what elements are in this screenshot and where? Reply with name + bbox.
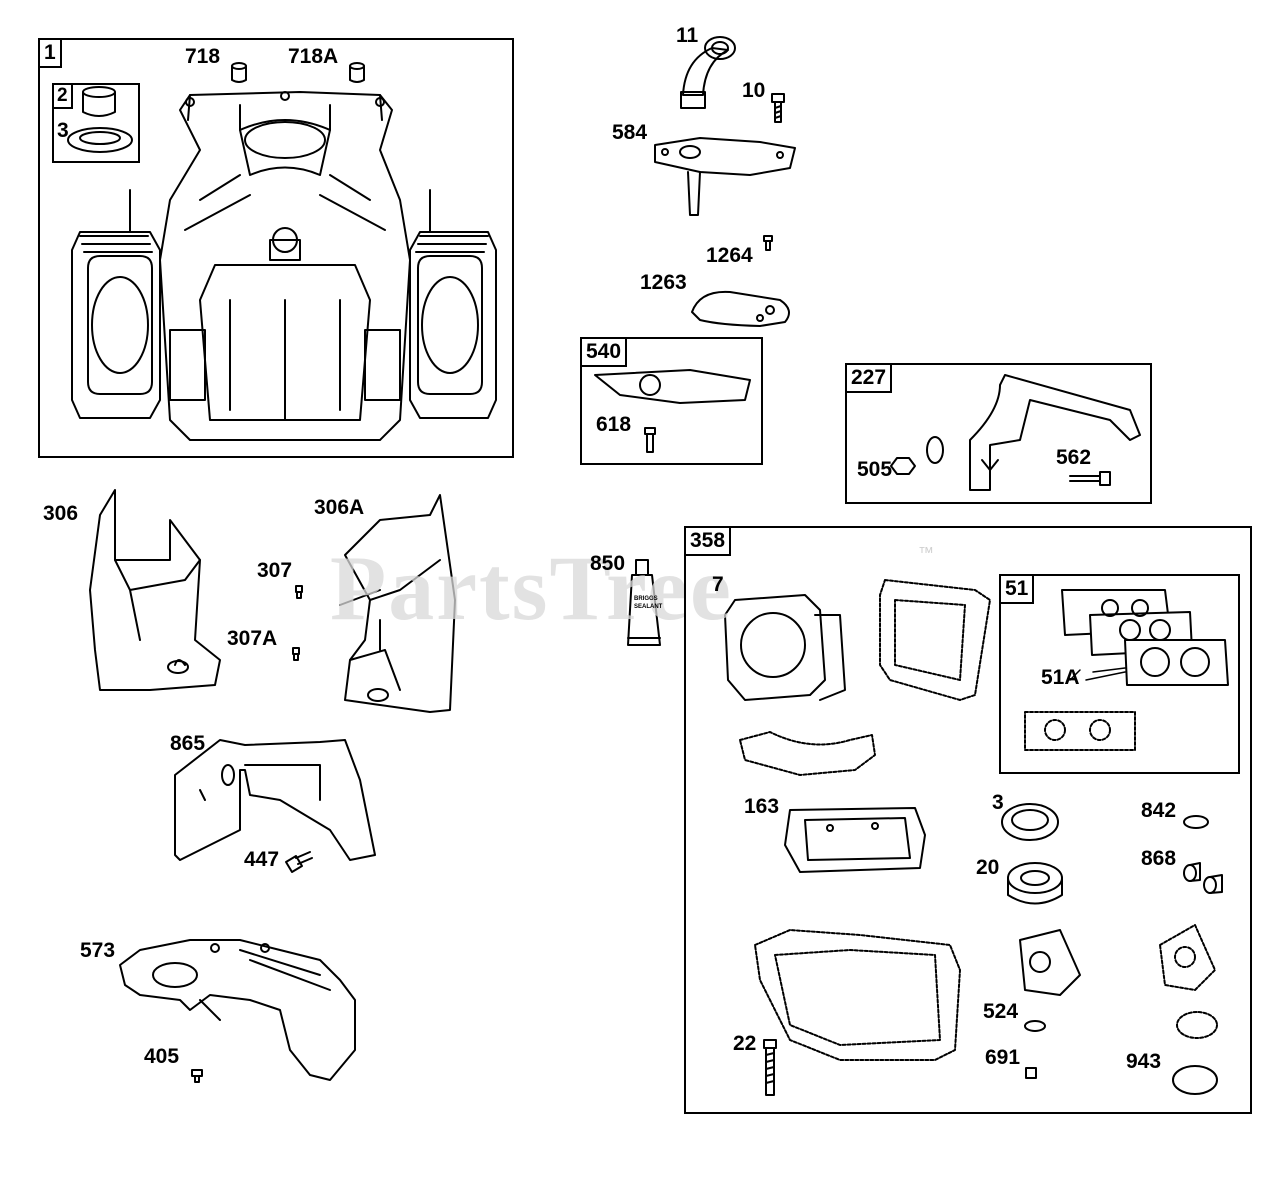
callout-850: 850 xyxy=(590,552,626,575)
valve-cover-gasket-drawing xyxy=(879,579,991,701)
oil-seal-20-drawing xyxy=(1007,862,1063,905)
oring-524-drawing xyxy=(1024,1020,1046,1032)
breather-tube-drawing xyxy=(680,36,736,109)
dowel-pins-drawing xyxy=(231,62,365,83)
group-box-2: 2 xyxy=(52,83,140,163)
shield-540-drawing xyxy=(594,369,751,453)
callout-1263: 1263 xyxy=(640,271,687,294)
group-box-51: 51 xyxy=(999,574,1240,774)
callout-7: 7 xyxy=(712,573,724,596)
baffle-573-drawing xyxy=(119,939,356,1081)
group-tag-540: 540 xyxy=(580,337,628,367)
crankcase-gasket-drawing xyxy=(754,929,961,1061)
callout-505: 505 xyxy=(857,458,893,481)
callout-573: 573 xyxy=(80,939,116,962)
callout-3-kit: 3 xyxy=(992,791,1004,814)
callout-306A: 306A xyxy=(314,496,365,519)
gasket-163-drawing xyxy=(784,807,926,873)
group-tag-51: 51 xyxy=(999,574,1035,604)
trademark-symbol: ™ xyxy=(918,545,934,562)
intake-gaskets-51A-drawing xyxy=(1024,589,1229,751)
group-tag-1: 1 xyxy=(38,38,62,68)
callout-11: 11 xyxy=(676,24,699,47)
group-tag-358: 358 xyxy=(684,526,732,556)
head-gasket-7-drawing xyxy=(724,594,846,701)
ring-842-drawing xyxy=(1183,815,1209,829)
bushing-and-seal-drawing xyxy=(67,86,133,153)
callout-865: 865 xyxy=(170,732,206,755)
callout-405: 405 xyxy=(144,1045,180,1068)
leader-51A xyxy=(1085,671,1126,681)
group-tag-227: 227 xyxy=(845,363,893,393)
callout-584: 584 xyxy=(612,121,648,144)
group-box-227: 227 xyxy=(845,363,1152,504)
callout-868: 868 xyxy=(1141,847,1177,870)
shield-865-drawing xyxy=(174,739,376,861)
callout-306: 306 xyxy=(43,502,79,525)
callout-3-part1: 3 xyxy=(57,119,69,142)
callout-22: 22 xyxy=(733,1032,757,1055)
gasket-below-7-drawing xyxy=(739,731,876,776)
tube-text-line1: BRIGGS xyxy=(634,596,658,602)
callout-524: 524 xyxy=(983,1000,1019,1023)
callout-1264: 1264 xyxy=(706,244,753,267)
oring-943-drawing xyxy=(1172,1011,1218,1095)
bracket-227-drawing xyxy=(890,374,1141,491)
group-box-540: 540 xyxy=(580,337,763,465)
air-guide-306A-drawing xyxy=(339,494,456,713)
sealant-tube-drawing xyxy=(627,559,661,646)
callout-718A: 718A xyxy=(288,45,339,68)
callout-618: 618 xyxy=(596,413,632,436)
screw-405-drawing xyxy=(191,1069,203,1083)
group-tag-2: 2 xyxy=(52,83,73,109)
callout-691: 691 xyxy=(985,1046,1021,1069)
callout-447: 447 xyxy=(244,848,280,871)
callout-51A: 51A xyxy=(1041,666,1080,689)
bolt-447-drawing xyxy=(285,851,313,873)
group-box-1: 1 xyxy=(38,38,514,458)
tube-text-line2: SEALANT xyxy=(634,604,663,610)
callout-562: 562 xyxy=(1056,446,1092,469)
cylinder-block-drawing xyxy=(71,91,497,441)
plate-1263-drawing xyxy=(691,290,790,327)
air-guide-306-drawing xyxy=(89,489,221,691)
callout-943: 943 xyxy=(1126,1050,1162,1073)
callout-10: 10 xyxy=(742,79,766,102)
callout-718: 718 xyxy=(185,45,221,68)
bolt-22-drawing xyxy=(763,1039,777,1096)
callout-842: 842 xyxy=(1141,799,1177,822)
bushings-868-drawing xyxy=(1183,862,1223,894)
callout-20: 20 xyxy=(976,856,1000,879)
oil-seal-3-drawing xyxy=(1001,803,1059,841)
group-box-358: 358 xyxy=(684,526,1252,1114)
breather-cover-drawing xyxy=(654,137,796,216)
bolt-10-drawing xyxy=(771,93,785,123)
callout-163: 163 xyxy=(744,795,780,818)
plug-691-drawing xyxy=(1025,1067,1037,1079)
screw-1264-drawing xyxy=(763,235,773,251)
callout-307: 307 xyxy=(257,559,293,582)
intake-gasket-pair-drawing xyxy=(1019,924,1216,996)
callout-307A: 307A xyxy=(227,627,278,650)
watermark: PartsTree xyxy=(330,537,733,639)
screws-307-drawing xyxy=(292,585,303,661)
